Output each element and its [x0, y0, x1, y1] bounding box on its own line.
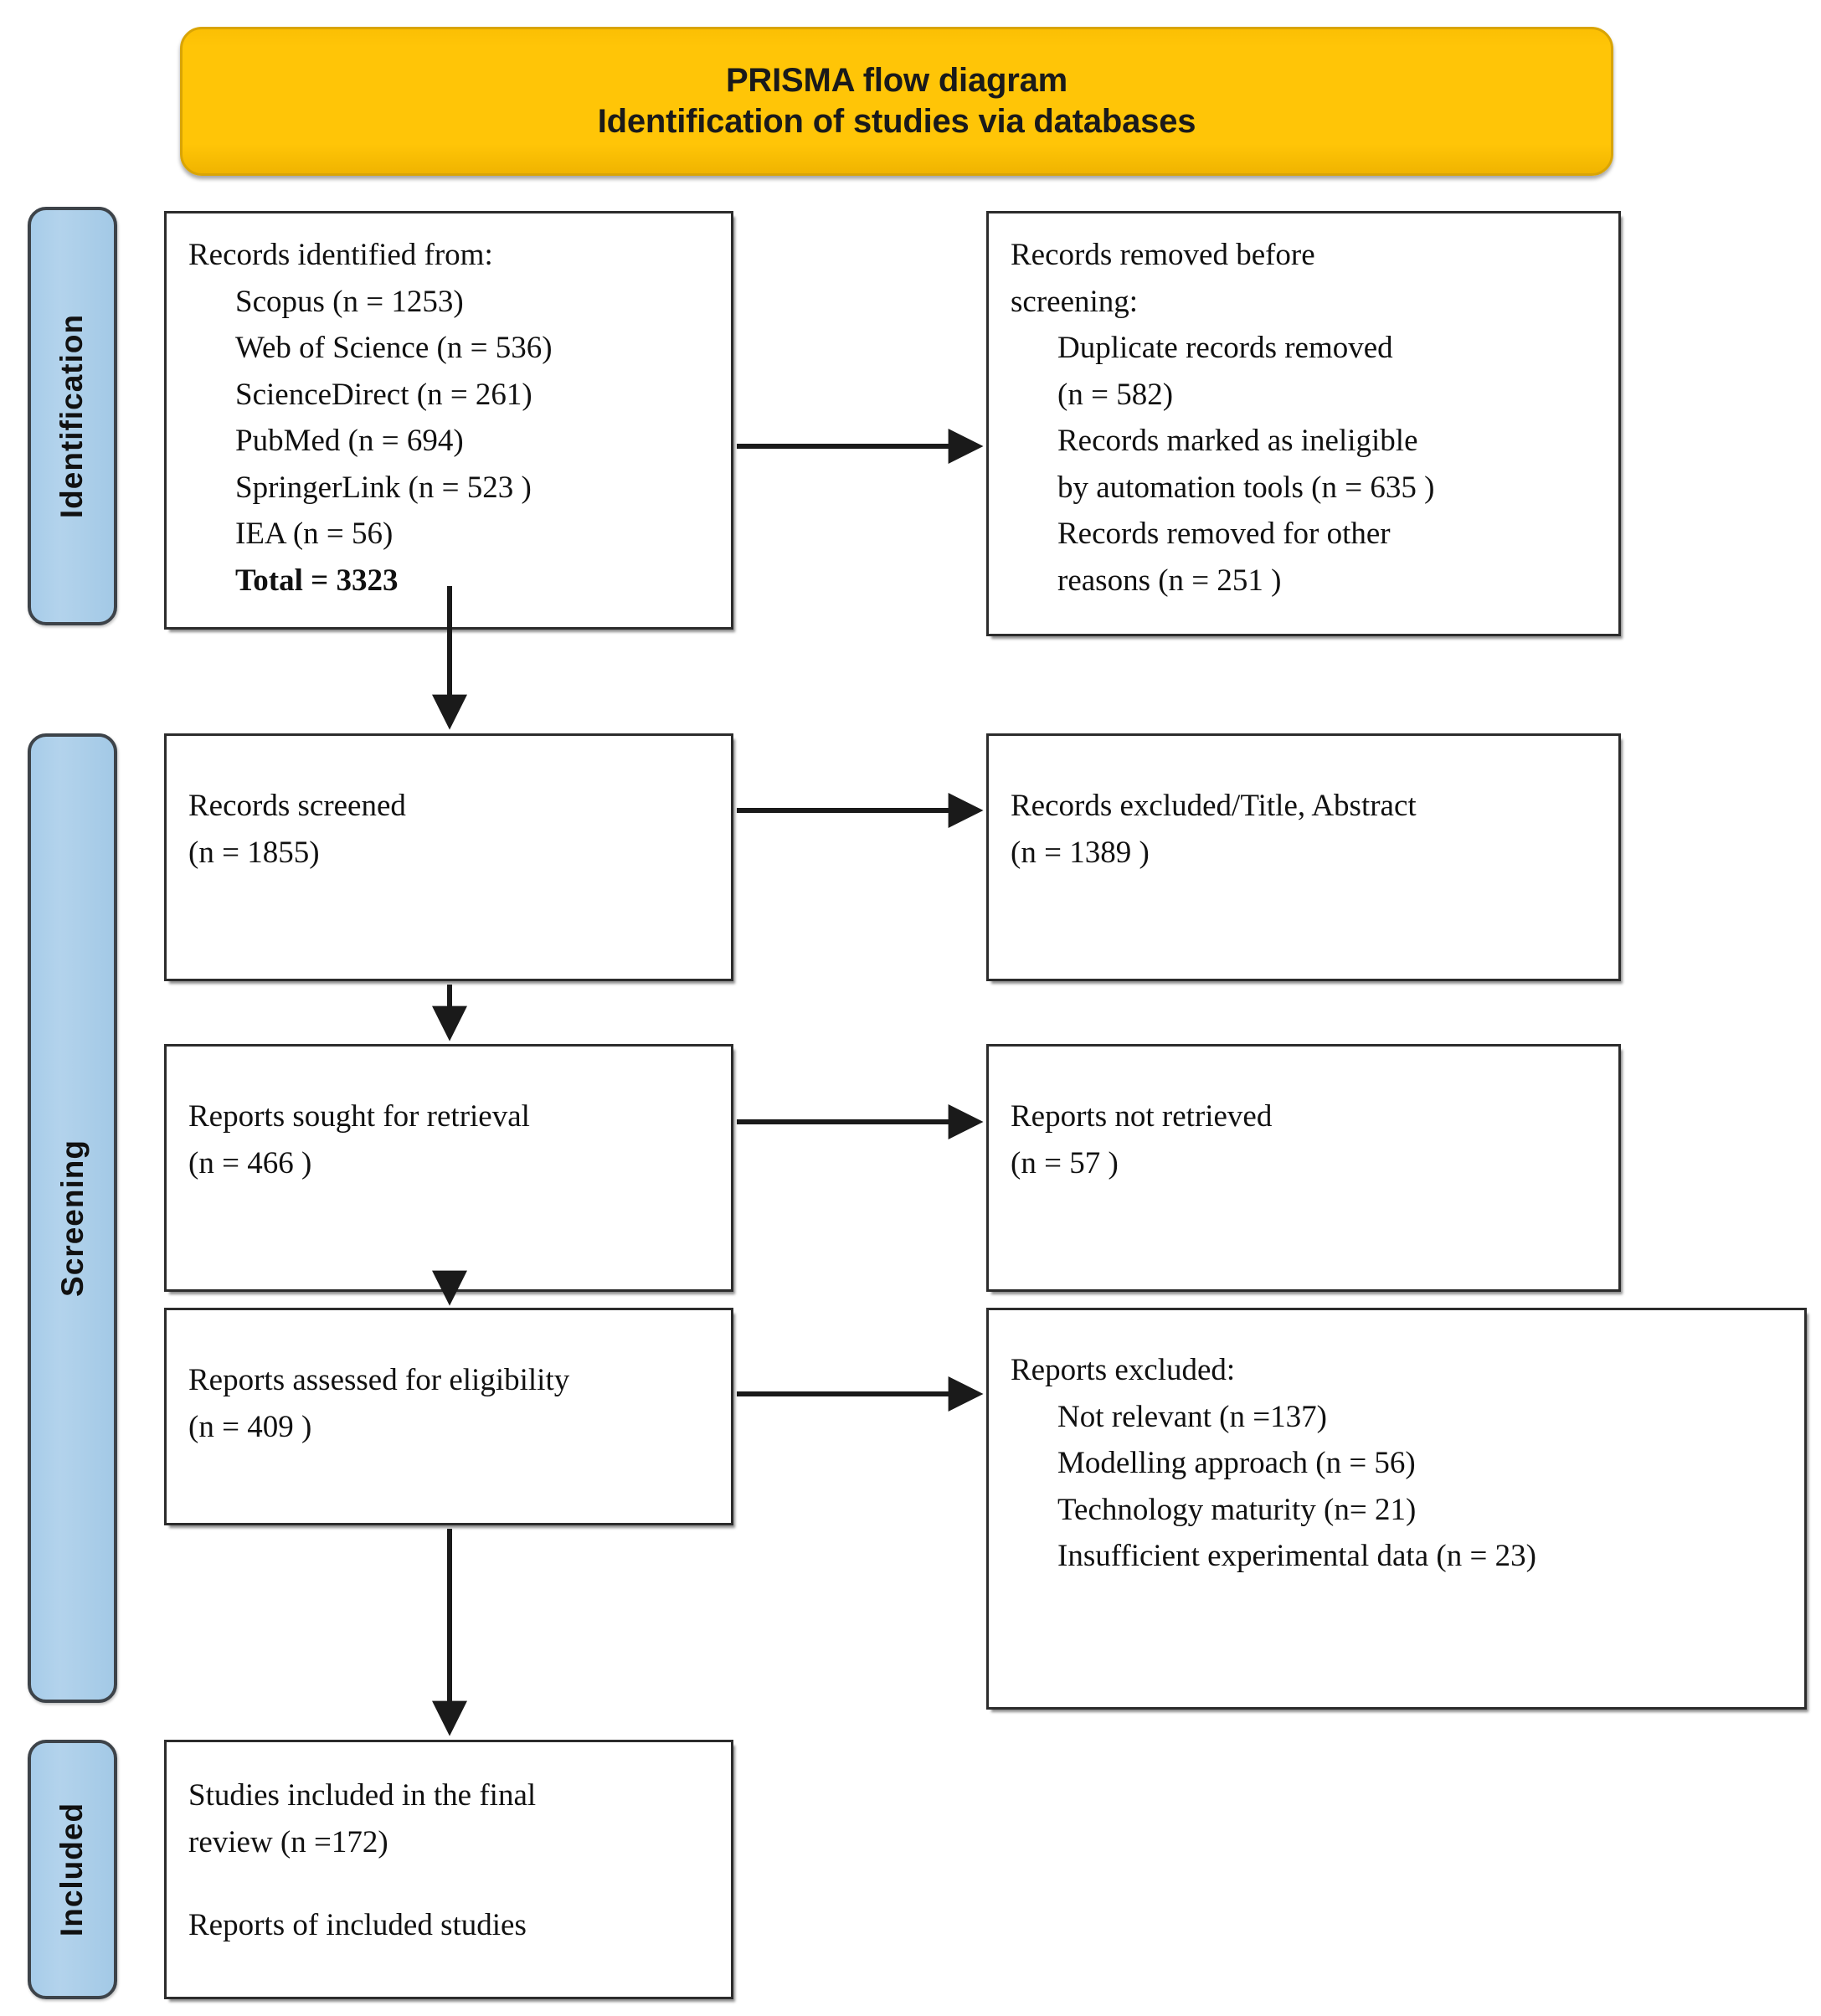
excluded-reason-not-relevant: Not relevant (n =137)	[1057, 1399, 1327, 1434]
reports-sought-count: (n = 466 )	[188, 1145, 312, 1180]
removed-other-count: reasons (n = 251 )	[1057, 563, 1282, 598]
reports-sought-label: Reports sought for retrieval	[188, 1099, 530, 1134]
excluded-reason-technology-maturity: Technology maturity (n= 21)	[1057, 1492, 1417, 1527]
reports-assessed-count: (n = 409 )	[188, 1409, 312, 1444]
node-reports-assessed-for-eligibility: Reports assessed for eligibility (n = 40…	[164, 1308, 733, 1525]
records-excluded-ta-label: Records excluded/Title, Abstract	[1011, 789, 1417, 823]
node-records-excluded-title-abstract: Records excluded/Title, Abstract (n = 13…	[986, 733, 1621, 981]
node-records-screened: Records screened (n = 1855)	[164, 733, 733, 981]
removed-other-label: Records removed for other	[1057, 517, 1391, 551]
source-iea: IEA (n = 56)	[235, 517, 394, 551]
stage-label-identification: Identification	[28, 207, 117, 625]
source-scopus: Scopus (n = 1253)	[235, 284, 464, 319]
stage-label-screening: Screening	[28, 733, 117, 1703]
source-sciencedirect: ScienceDirect (n = 261)	[235, 377, 532, 412]
node-reports-not-retrieved: Reports not retrieved (n = 57 )	[986, 1044, 1621, 1292]
node-records-identified: Records identified from: Scopus (n = 125…	[164, 211, 733, 630]
node-studies-included: Studies included in the final review (n …	[164, 1740, 733, 1999]
removed-duplicates-label: Duplicate records removed	[1057, 331, 1393, 365]
records-removed-title-line-1: Records removed before	[1011, 238, 1315, 272]
stage-label-screening-text: Screening	[54, 1139, 90, 1297]
studies-included-line-2: review (n =172)	[188, 1824, 388, 1859]
records-screened-label: Records screened	[188, 789, 406, 823]
removed-ineligible-label: Records marked as ineligible	[1057, 424, 1418, 458]
source-pubmed: PubMed (n = 694)	[235, 424, 464, 458]
studies-included-line-1: Studies included in the final	[188, 1778, 537, 1813]
source-springerlink: SpringerLink (n = 523 )	[235, 470, 532, 505]
records-excluded-ta-count: (n = 1389 )	[1011, 835, 1150, 870]
reports-not-retrieved-label: Reports not retrieved	[1011, 1099, 1273, 1134]
banner-title-line-2: Identification of studies via databases	[597, 103, 1196, 140]
reports-of-included-studies: Reports of included studies	[188, 1908, 527, 1942]
records-identified-total: Total = 3323	[235, 563, 399, 598]
excluded-reason-modelling-approach: Modelling approach (n = 56)	[1057, 1446, 1416, 1480]
spacer	[188, 1865, 709, 1902]
stage-label-included: Included	[28, 1740, 117, 1999]
reports-not-retrieved-count: (n = 57 )	[1011, 1145, 1119, 1180]
banner-title-line-1: PRISMA flow diagram	[725, 62, 1068, 100]
node-reports-excluded: Reports excluded: Not relevant (n =137) …	[986, 1308, 1807, 1710]
node-reports-sought-for-retrieval: Reports sought for retrieval (n = 466 )	[164, 1044, 733, 1292]
removed-ineligible-count: by automation tools (n = 635 )	[1057, 470, 1435, 505]
stage-label-identification-text: Identification	[54, 313, 90, 519]
source-web-of-science: Web of Science (n = 536)	[235, 331, 553, 365]
removed-duplicates-count: (n = 582)	[1057, 377, 1174, 412]
stage-label-included-text: Included	[54, 1802, 90, 1937]
records-identified-title: Records identified from:	[188, 238, 493, 272]
records-removed-title-line-2: screening:	[1011, 284, 1139, 319]
excluded-reason-insufficient-data: Insufficient experimental data (n = 23)	[1057, 1539, 1536, 1573]
node-records-removed-before-screening: Records removed before screening: Duplic…	[986, 211, 1621, 636]
reports-excluded-title: Reports excluded:	[1011, 1353, 1236, 1387]
records-screened-count: (n = 1855)	[188, 835, 320, 870]
diagram-title-banner: PRISMA flow diagram Identification of st…	[180, 27, 1613, 176]
reports-assessed-label: Reports assessed for eligibility	[188, 1363, 570, 1397]
